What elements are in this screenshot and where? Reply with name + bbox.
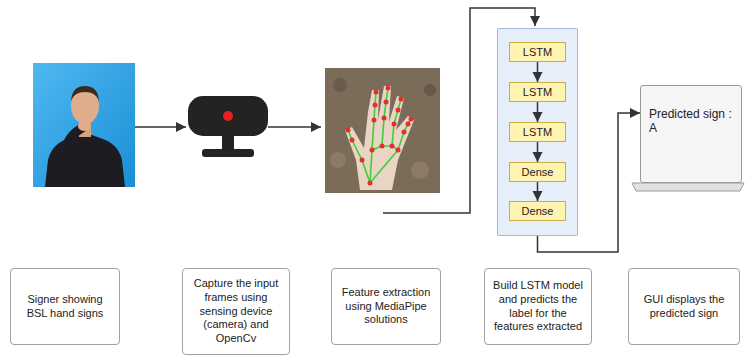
caption-box: Capture the input frames using sensing d…: [182, 268, 290, 355]
ground-texture: [333, 78, 347, 92]
signer-arm: [62, 128, 82, 160]
signer-hand: [78, 121, 90, 131]
flow-arrow: [537, 142, 539, 162]
flow-arrow: [537, 182, 539, 201]
ground-texture: [424, 84, 436, 96]
step-caption: Capture the input frames using sensing d…: [190, 277, 282, 346]
landmark-points: [390, 144, 395, 149]
layer-box: LSTM: [509, 122, 566, 142]
caption-box: Build LSTM model and predicts the label …: [484, 268, 592, 345]
landmark-points: [370, 148, 375, 153]
layer-box: LSTM: [509, 82, 566, 102]
landmark-points: [386, 86, 391, 91]
layer-label: Dense: [522, 205, 554, 217]
landmark-line: [370, 150, 398, 183]
signer-hair: [71, 86, 99, 101]
step-caption: Signer showing BSL hand signs: [18, 293, 112, 321]
screen-box: Predicted sign : A: [640, 85, 742, 183]
landmark-line: [348, 130, 370, 183]
ground-texture: [411, 161, 429, 179]
landmark-points: [382, 116, 387, 121]
flow-arrow: [268, 126, 321, 128]
layer-label: LSTM: [523, 86, 552, 98]
step-caption: Build LSTM model and predicts the label …: [492, 279, 584, 334]
landmark-points: [380, 144, 385, 149]
step-caption: Feature extraction using MediaPipe solut…: [339, 286, 433, 327]
layer-box: Dense: [509, 201, 566, 221]
landmark-points: [396, 108, 401, 113]
picture-ground: [33, 63, 135, 187]
laptop-base: [632, 183, 744, 191]
landmark-points: [409, 117, 414, 122]
landmark-points: [368, 181, 373, 186]
landmark-points: [396, 148, 401, 153]
landmark-points: [406, 122, 411, 127]
landmark-points: [392, 122, 397, 127]
signer-neck: [79, 122, 91, 137]
landmark-points: [346, 128, 351, 133]
landmark-points: [402, 130, 407, 135]
landmark-points: [374, 90, 379, 95]
prediction-text: Predicted sign : A: [649, 107, 735, 135]
webcam-lens: [223, 111, 233, 121]
landmark-line: [372, 88, 388, 150]
landmark-points: [360, 158, 365, 163]
layer-label: LSTM: [523, 126, 552, 138]
landmark-line: [382, 99, 401, 146]
hand-shape: [345, 86, 414, 190]
landmark-points: [399, 97, 404, 102]
hand-landmark-picture: [325, 68, 440, 193]
flow-arrow: [537, 102, 539, 122]
caption-box: Feature extraction using MediaPipe solut…: [331, 268, 441, 345]
layer-label: LSTM: [523, 46, 552, 58]
landmark-points: [372, 118, 377, 123]
ground-texture: [330, 152, 346, 168]
layer-box: Dense: [509, 162, 566, 182]
landmark-line: [392, 119, 411, 150]
layer-label: Dense: [522, 166, 554, 178]
flow-arrow: [135, 126, 186, 128]
picture-ground: [325, 68, 440, 193]
signer-body: [45, 135, 125, 187]
webcam-body: [188, 96, 268, 136]
signer-picture: [33, 63, 135, 187]
webcam-neck: [222, 136, 234, 150]
layer-box: LSTM: [509, 42, 566, 62]
landmark-points: [346, 86, 414, 186]
landmark-points: [350, 138, 355, 143]
landmark-points: [384, 100, 389, 105]
panel-fill: [497, 28, 578, 236]
flow-arrow: [537, 62, 539, 82]
model-panel: LSTMLSTMLSTMDenseDense: [497, 28, 578, 236]
panel-fills: [497, 28, 578, 236]
webcam-base: [202, 149, 254, 157]
caption-box: Signer showing BSL hand signs: [10, 268, 120, 345]
step-caption: GUI displays the predicted sign: [636, 293, 732, 321]
caption-box: GUI displays the predicted sign: [628, 268, 740, 345]
webcam-icon: [188, 96, 268, 157]
landmark-points: [373, 103, 378, 108]
